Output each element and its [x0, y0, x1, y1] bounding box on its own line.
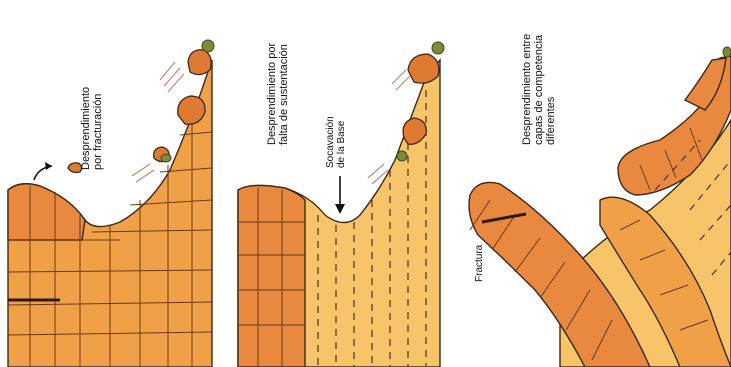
moss [432, 42, 444, 54]
moss [202, 40, 214, 52]
panel-fracture: Desprendimiento por fracturación [8, 40, 214, 367]
fracture-label: Fractura [474, 244, 485, 282]
panel-3-label: Desprendimiento entre capas de competenc… [521, 31, 557, 145]
panel-1-label: Desprendimiento por fracturación [80, 84, 104, 170]
rock-layers-1 [8, 184, 85, 240]
falling-block [188, 50, 211, 75]
moss [397, 151, 407, 161]
base-undercut-label: Socavación de la Base [325, 114, 347, 168]
moss [161, 154, 171, 162]
motion-lines [132, 164, 154, 182]
fall-arrow [34, 166, 52, 180]
moss [723, 47, 731, 57]
motion-lines [392, 70, 410, 90]
panel-differential-layers: Desprendimiento entre capas de competenc… [469, 31, 731, 367]
undermining-arrow-head [335, 204, 345, 214]
panel-undermining: Desprendimiento por falta de sustentació… [238, 40, 444, 367]
panel-2-label: Desprendimiento por falta de sustentació… [266, 40, 290, 145]
motion-lines [160, 62, 184, 92]
fall-arrow-head [45, 162, 52, 170]
falling-block [408, 54, 439, 83]
falling-block [178, 96, 205, 124]
rock-layers-2 [238, 185, 305, 367]
